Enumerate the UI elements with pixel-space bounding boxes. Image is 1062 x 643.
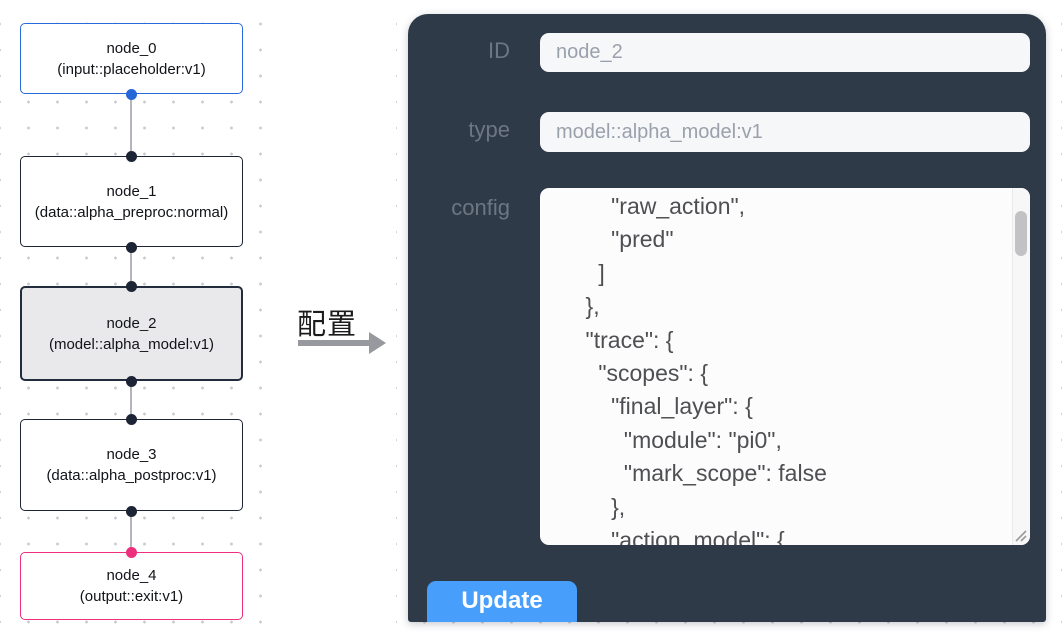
handle-node1-source[interactable] — [126, 242, 137, 253]
handle-node2-source[interactable] — [126, 376, 137, 387]
edge-node3-node4 — [130, 511, 132, 552]
config-json-text: "raw_action", "pred" ] }, "trace": { "sc… — [585, 193, 827, 545]
type-field-label: type — [468, 117, 510, 142]
config-textarea[interactable]: "raw_action", "pred" ] }, "trace": { "sc… — [540, 188, 1030, 545]
node-subtitle: (output::exit:v1) — [79, 588, 184, 605]
node-text: node_3 (data::alpha_postproc:v1) — [46, 444, 216, 486]
node-title: node_4 — [106, 567, 157, 584]
handle-node4-target[interactable] — [126, 547, 137, 558]
node-text: node_1 (data::alpha_preproc:normal) — [35, 181, 228, 223]
flow-node-node_3[interactable]: node_3 (data::alpha_postproc:v1) — [20, 419, 243, 511]
node-subtitle: (data::alpha_preproc:normal) — [34, 203, 229, 221]
edge-node2-node3 — [130, 381, 132, 419]
config-scrollbar-thumb[interactable] — [1015, 211, 1027, 256]
node-text: node_2 (model::alpha_model:v1) — [49, 313, 214, 355]
config-scrollbar-track[interactable] — [1012, 188, 1030, 545]
configure-arrow-head — [369, 332, 386, 354]
node-subtitle: (model::alpha_model:v1) — [48, 335, 215, 353]
configure-annotation-label: 配置 — [297, 309, 358, 341]
edge-node1-node2 — [130, 247, 132, 286]
handle-node2-target[interactable] — [126, 281, 137, 292]
node-title: node_1 — [106, 182, 157, 200]
edge-node0-node1 — [130, 94, 132, 156]
node-title: node_0 — [106, 39, 157, 57]
node-subtitle: (data::alpha_postproc:v1) — [46, 467, 217, 484]
configure-arrow-shaft — [298, 340, 370, 346]
node-subtitle: (input::placeholder:v1) — [57, 60, 206, 78]
node-config-panel: ID type config "raw_action", "pred" ] },… — [408, 14, 1046, 622]
handle-node0-source[interactable] — [126, 89, 137, 100]
handle-node3-target[interactable] — [126, 414, 137, 425]
handle-node3-source[interactable] — [126, 506, 137, 517]
config-field-label: config — [451, 195, 510, 220]
flow-node-node_4[interactable]: node_4 (output::exit:v1) — [20, 552, 243, 620]
node-text: node_4 (output::exit:v1) — [80, 565, 183, 607]
flow-node-node_2[interactable]: node_2 (model::alpha_model:v1) — [20, 286, 243, 381]
id-field-label: ID — [488, 38, 510, 63]
node-text: node_0 (input::placeholder:v1) — [57, 38, 205, 80]
flow-node-node_0[interactable]: node_0 (input::placeholder:v1) — [20, 23, 243, 94]
type-input[interactable] — [540, 112, 1030, 152]
flow-node-node_1[interactable]: node_1 (data::alpha_preproc:normal) — [20, 156, 243, 247]
textarea-resize-grip-icon[interactable] — [1012, 527, 1028, 543]
handle-node1-target[interactable] — [126, 151, 137, 162]
node-title: node_3 — [106, 446, 157, 463]
id-input[interactable] — [540, 33, 1030, 72]
node-title: node_2 — [106, 314, 157, 332]
update-button[interactable]: Update — [427, 581, 577, 622]
